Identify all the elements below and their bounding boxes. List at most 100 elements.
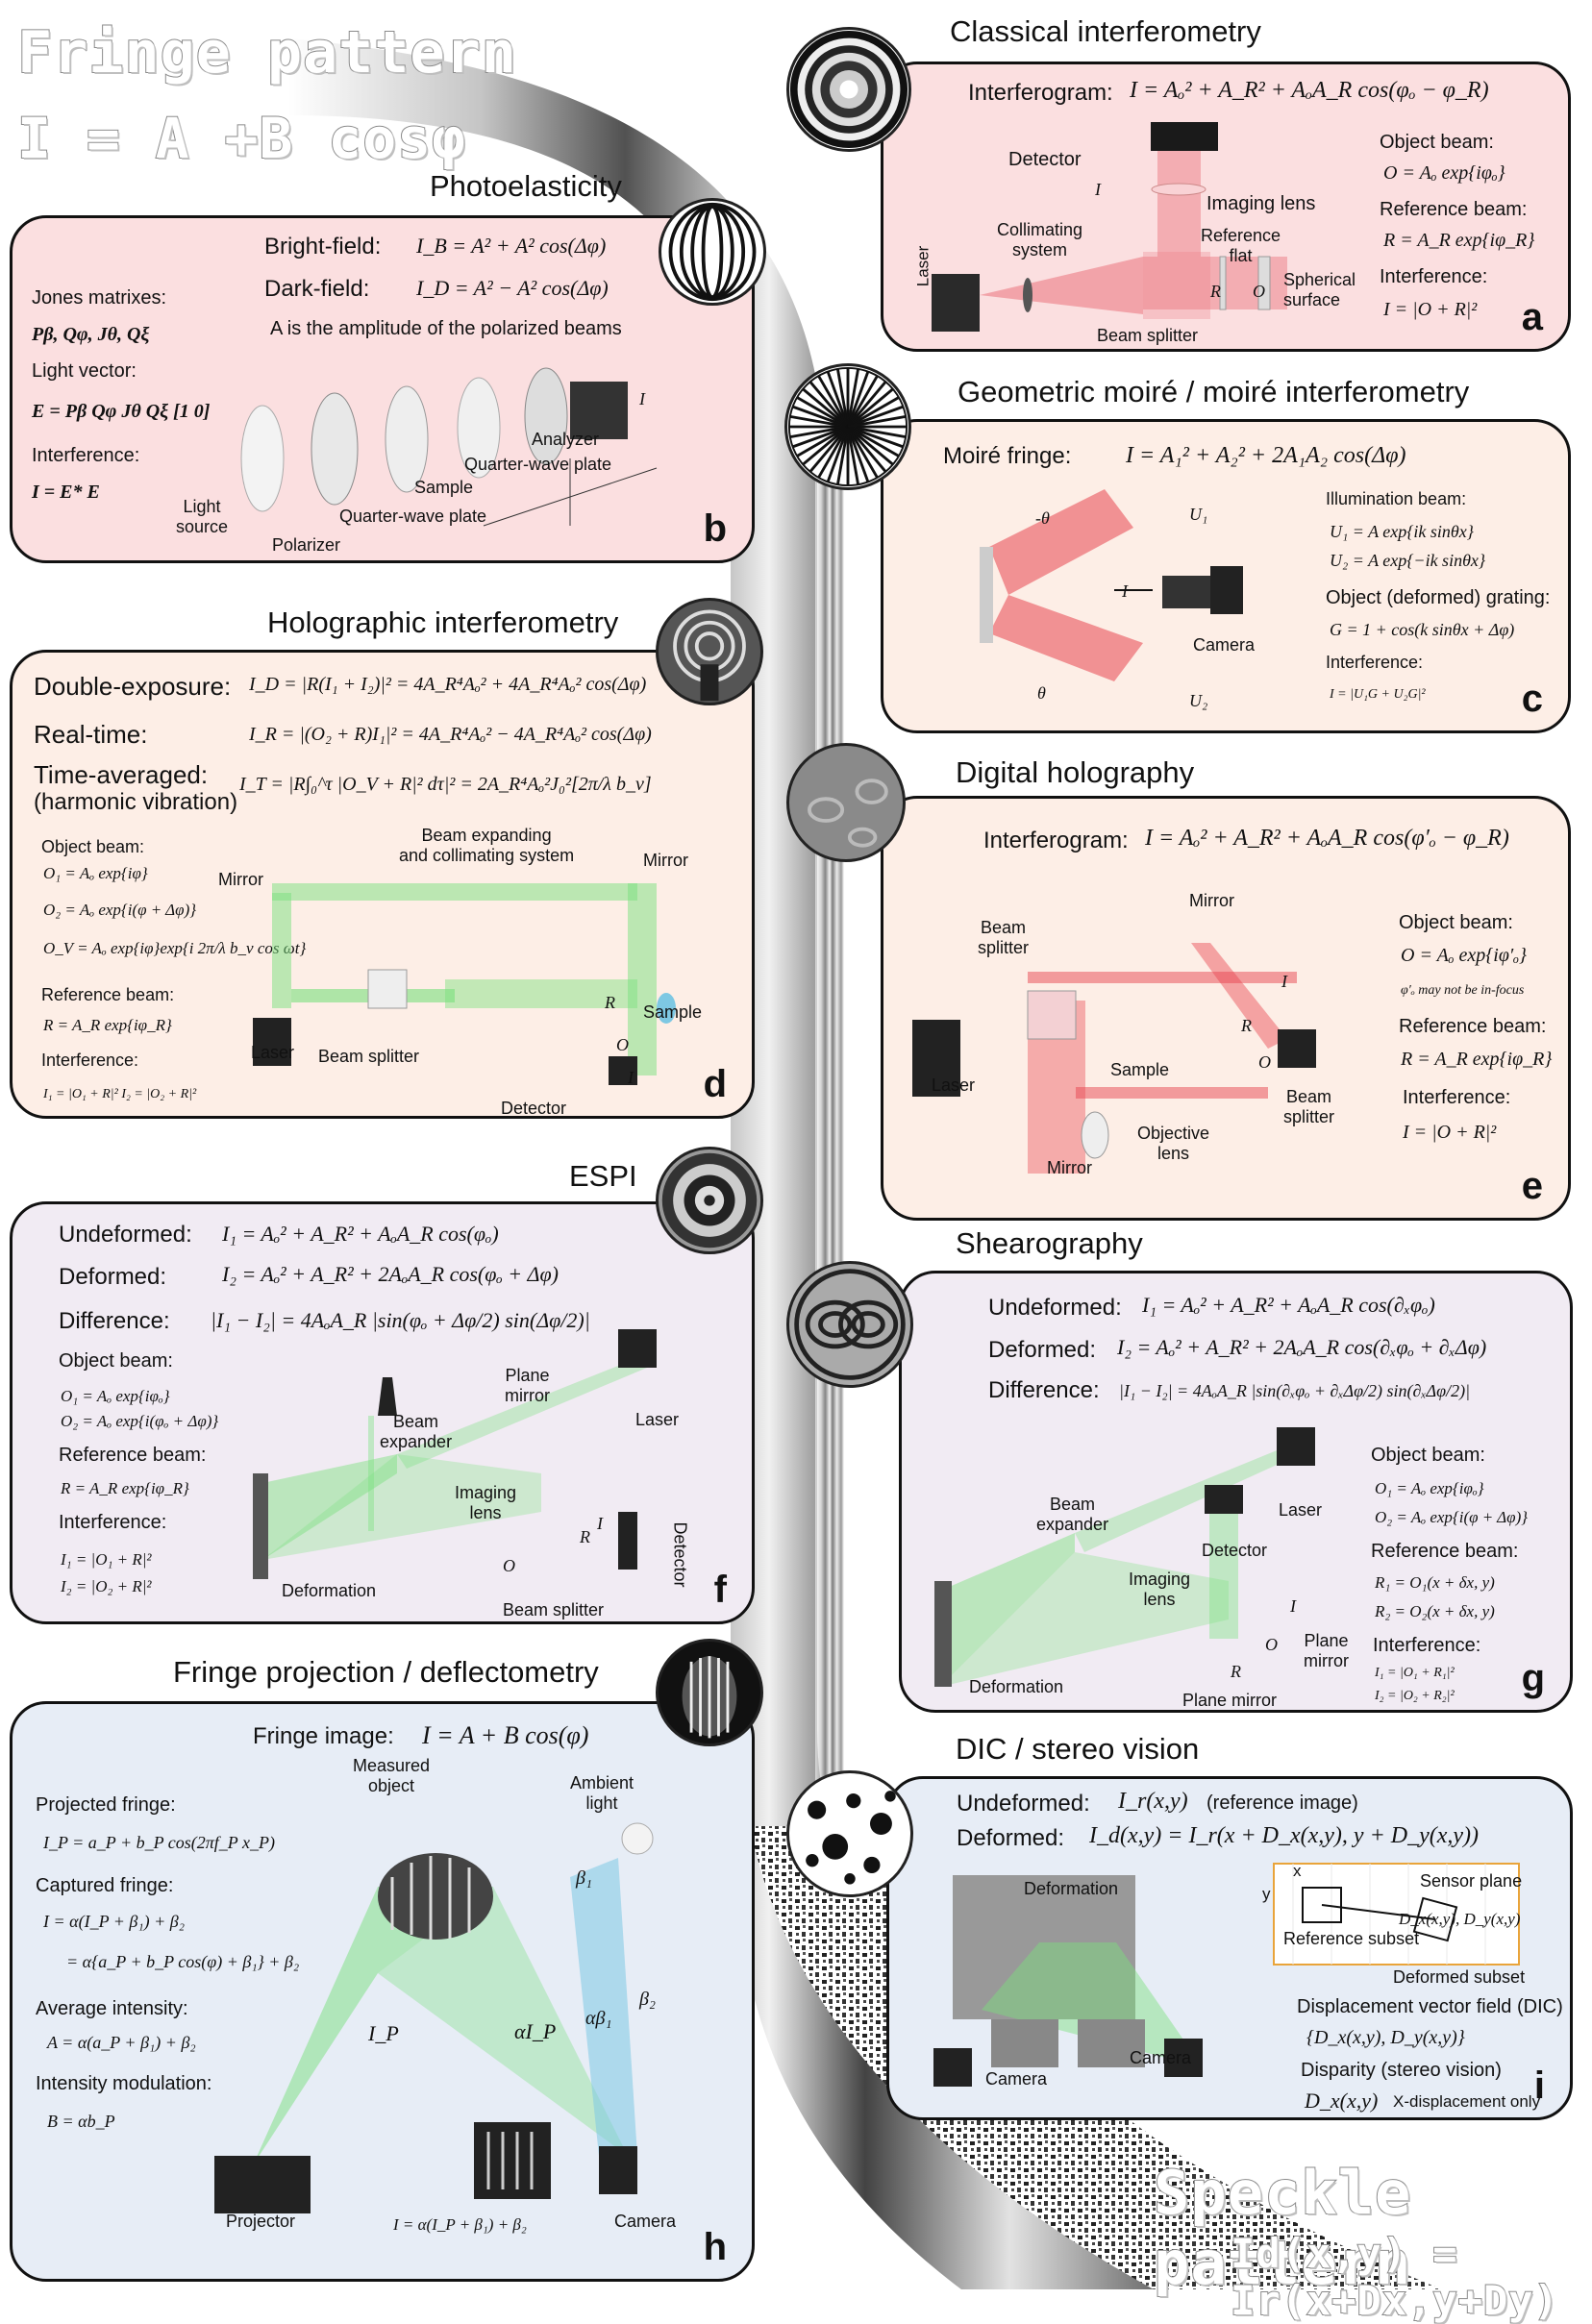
panel-f-title: ESPI — [569, 1159, 637, 1193]
panel-d-mirror2-label: Mirror — [643, 851, 688, 870]
panel-g-plane-mirror1-label: Plane mirror — [1304, 1631, 1349, 1670]
panel-f-R-label: R — [580, 1527, 590, 1546]
panel-e-R-label: R — [1241, 1016, 1252, 1035]
panel-d-mirror1-label: Mirror — [218, 870, 263, 889]
panel-d-R-label: R — [605, 993, 615, 1012]
panel-b-int: I = E* E — [32, 482, 100, 503]
moire-spoke — [847, 425, 907, 439]
panel-b-title: Photoelasticity — [430, 169, 622, 203]
moire-spoke — [846, 426, 887, 473]
panel-h-mod-label: Intensity modulation: — [36, 2073, 212, 2094]
panel-i-title: DIC / stereo vision — [956, 1732, 1200, 1766]
panel-g-shearography-disk — [786, 1261, 913, 1388]
panel-d-int: I₁ = |O₁ + R|² I₂ = |O₂ + R|² — [43, 1087, 197, 1101]
panel-i-dispar-note: X-displacement only — [1393, 2092, 1541, 2111]
panel-h-aIP-label: αI_P — [514, 2019, 557, 2043]
panel-h-cap2: = α{a_P + b_P cos(φ) + β₁} + β₂ — [66, 1952, 300, 1971]
panel-f-deformation-label: Deformation — [282, 1581, 377, 1600]
panel-c-label: c — [1521, 678, 1543, 720]
moire-spoke — [847, 387, 894, 429]
panel-d-O-label: O — [616, 1035, 629, 1054]
panel-b-sample-label: Sample — [414, 478, 474, 497]
panel-c-moire-disk — [784, 363, 911, 490]
panel-c-int-label: Interference: — [1326, 653, 1424, 672]
panel-g-title: Shearography — [956, 1226, 1143, 1260]
fringe-pattern-formula: I = A +B cosφ — [16, 105, 466, 172]
panel-e-hologram-disk — [786, 743, 906, 862]
panel-h-proj-label: Projected fringe: — [36, 1794, 176, 1816]
moire-spoke — [808, 381, 850, 428]
panel-b-polarizer-label: Polarizer — [272, 535, 341, 555]
panel-e-setup — [912, 943, 1316, 1174]
panel-b-qwp1-label: Quarter-wave plate — [339, 507, 487, 526]
panel-h-IP-label: I_P — [368, 2021, 399, 2045]
panel-e-laser-label: Laser — [932, 1075, 976, 1095]
panel-g-def: I₂ = Aₒ² + A_R² + 2AₒA_R cos(∂ₓφₒ + ∂ₓΔφ… — [1117, 1335, 1487, 1359]
moire-spoke — [796, 425, 849, 457]
panel-g-diff-label: Difference: — [988, 1377, 1100, 1403]
moire-spoke — [847, 425, 894, 466]
panel-f-diff: |I₁ − I₂| = 4AₒA_R |sin(φₒ + Δφ/2) sin(Δ… — [211, 1308, 590, 1332]
panel-f-int-label: Interference: — [59, 1512, 167, 1533]
panel-a-fringe-disk — [786, 27, 911, 152]
panel-i-dispar: D_x(x,y) — [1305, 2089, 1379, 2113]
panel-h-cap-label: Captured fringe: — [36, 1875, 174, 1896]
panel-g-obj-label: Object beam: — [1371, 1445, 1485, 1466]
panel-c-eq-label: Moiré fringe: — [943, 443, 1072, 469]
moire-spoke — [847, 425, 900, 457]
panel-a-title: Classical interferometry — [950, 14, 1261, 48]
panel-e-int: I = |O + R|² — [1403, 1122, 1497, 1143]
panel-c-U2-label: U₂ — [1189, 691, 1208, 710]
panel-c-int: I = |U₁G + U₂G|² — [1330, 687, 1426, 702]
panel-c-ill-label: Illumination beam: — [1326, 489, 1467, 508]
panel-d-ta: I_T = |R∫₀^τ |O_V + R|² dτ|² = 2A_R⁴Aₒ²J… — [239, 774, 652, 795]
panel-a-spherical-label: Spherical surface — [1283, 270, 1356, 309]
panel-d-ov: O_V = Aₒ exp{iφ}exp{i 2π/λ b_v cos ωt} — [43, 939, 307, 957]
panel-e-bs2-label: Beam splitter — [1283, 1087, 1335, 1126]
moire-spoke — [817, 375, 850, 428]
panel-f-plane-mirror-label: Plane mirror — [505, 1366, 550, 1405]
panel-d-hologram-disk — [656, 598, 763, 705]
panel-f-ref-label: Reference beam: — [59, 1445, 207, 1466]
panel-g-r2: R₂ = O₂(x + δx, y) — [1375, 1602, 1495, 1620]
panel-g-detector-label: Detector — [1202, 1541, 1268, 1560]
speckle-pattern-formula: Id(x,y) = Ir(x+Dx,y+Dy) — [1230, 2229, 1559, 2324]
panel-f-ref: R = A_R exp{iφ_R} — [61, 1479, 189, 1497]
panel-c: Moiré fringe: I = A₁² + A₂² + 2A₁A₂ cos(… — [881, 419, 1571, 733]
panel-i-vec: D_x(x,y), D_y(x,y) — [1399, 1910, 1521, 1928]
panel-b-bright-label: Bright-field: — [264, 234, 382, 260]
panel-h-eq-label: Fringe image: — [253, 1723, 394, 1749]
panel-c-U1-label: U₁ — [1189, 505, 1208, 524]
panel-g-label: g — [1521, 1657, 1545, 1699]
panel-i-und-label: Undeformed: — [957, 1791, 1090, 1817]
moire-spoke — [835, 368, 850, 428]
moire-spoke — [789, 425, 849, 439]
moire-spoke — [792, 405, 849, 429]
panel-i-ref-subset-label: Reference subset — [1283, 1929, 1420, 1948]
panel-i-disp: {D_x(x,y), D_y(x,y)} — [1306, 2027, 1465, 2048]
moire-spoke — [817, 426, 850, 479]
panel-g-deformation-label: Deformation — [969, 1677, 1064, 1696]
panel-i-sensor-label: Sensor plane — [1420, 1871, 1523, 1891]
panel-b: Bright-field: I_B = A² + A² cos(Δφ) Dark… — [10, 215, 755, 563]
panel-d-ta-label2: (harmonic vibration) — [34, 789, 238, 815]
panel-i-setup — [933, 1875, 1203, 2087]
panel-f-setup — [253, 1329, 657, 1579]
panel-i-camera2-label: Camera — [1130, 2048, 1192, 2067]
panel-g-r1: R₁ = O₁(x + δx, y) — [1375, 1573, 1495, 1592]
panel-d-label: d — [703, 1063, 727, 1105]
panel-e-mirror-bottom-label: Mirror — [1047, 1158, 1092, 1177]
moire-spoke — [826, 426, 850, 482]
speckle-pattern-title: Speckle pattern — [1153, 2157, 1412, 2299]
panel-a-R-label: R — [1210, 282, 1221, 301]
panel-a-laser-label: Laser — [913, 245, 933, 287]
panel-i-y-label: y — [1262, 1885, 1271, 1903]
panel-f-obj-label: Object beam: — [59, 1350, 173, 1372]
moire-spoke — [847, 396, 900, 429]
panel-g-laser-label: Laser — [1279, 1500, 1323, 1520]
moire-spoke — [802, 425, 849, 466]
panel-d: Double-exposure: I_D = |R(I₁ + I₂)|² = 4… — [10, 650, 755, 1119]
panel-a-ref-label: Reference beam: — [1380, 199, 1528, 220]
panel-d-I-label: I — [628, 1068, 634, 1087]
panel-e-obj-label: Object beam: — [1399, 912, 1513, 933]
